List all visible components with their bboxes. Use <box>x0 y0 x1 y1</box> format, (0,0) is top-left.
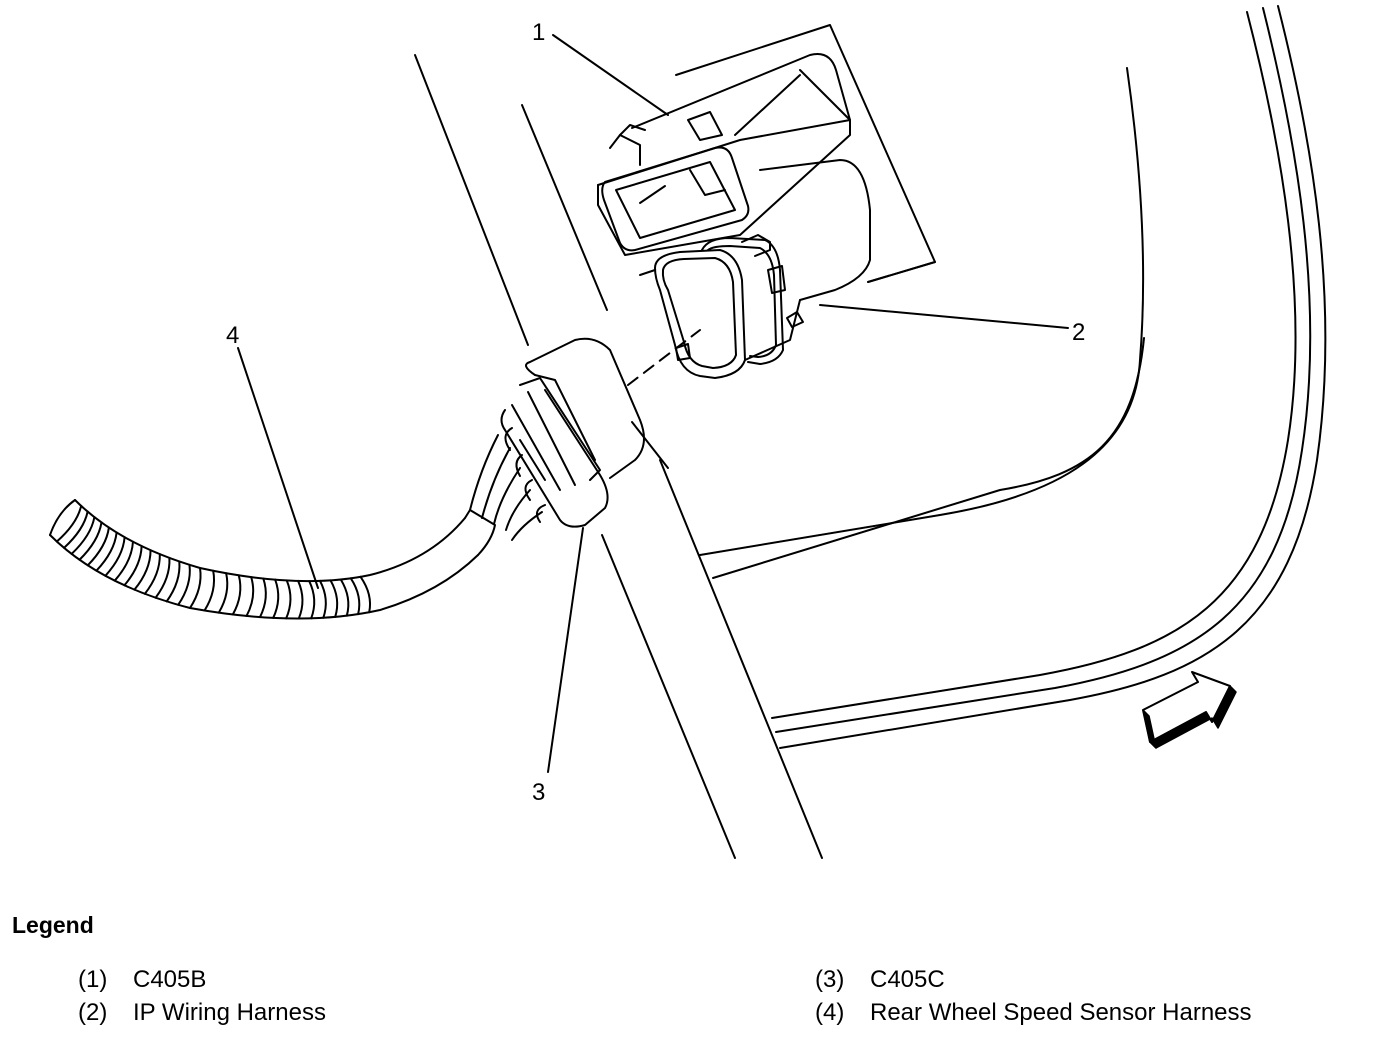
legend-item-3: (3) C405C <box>815 966 945 994</box>
callout-1: 1 <box>532 19 545 46</box>
conduit-rib <box>189 567 202 609</box>
conduit-rib <box>55 504 83 543</box>
conduit-rib <box>203 569 216 612</box>
conduit-rib <box>297 579 304 620</box>
legend-item-number: (3) <box>815 966 845 993</box>
legend-item-number: (1) <box>78 966 108 993</box>
conduit-rib <box>113 540 134 582</box>
conduit-rib <box>245 576 255 617</box>
conduit-rib <box>349 577 361 616</box>
legend-item-4: (4) Rear Wheel Speed Sensor Harness <box>815 999 1252 1027</box>
alignment-line <box>627 329 701 386</box>
conduit-rib <box>285 579 292 620</box>
legend-item-label: C405B <box>133 966 207 993</box>
body-panel-lines <box>414 54 823 859</box>
connector-diagram: 1 2 3 4 <box>49 5 1327 859</box>
legend-item-label: C405C <box>870 966 945 993</box>
forward-arrow-icon <box>1142 671 1237 749</box>
conduit-rib <box>259 577 267 619</box>
legend-item-number: (4) <box>815 999 845 1026</box>
harness-conduit <box>49 499 496 620</box>
legend-title: Legend <box>12 912 94 938</box>
conduit-rib <box>217 572 229 614</box>
ip-harness-connector <box>639 159 871 379</box>
conduit-rib <box>86 526 110 567</box>
callout-4: 4 <box>226 322 239 349</box>
conduit-rib <box>78 521 103 561</box>
conduit-rib <box>95 531 118 572</box>
callout-2: 2 <box>1072 319 1085 346</box>
legend-item-label: IP Wiring Harness <box>133 999 326 1026</box>
mounting-bracket <box>675 24 936 283</box>
conduit-rib <box>319 579 327 619</box>
conduit-rib <box>154 556 171 599</box>
legend-item-1: (1) C405B <box>78 966 206 994</box>
c405b-connector <box>597 53 851 256</box>
conduit-ribs <box>55 504 372 620</box>
conduit-rib <box>70 516 96 555</box>
conduit-rib <box>177 563 191 606</box>
legend-item-number: (2) <box>78 999 108 1026</box>
conduit-rib <box>272 578 280 619</box>
conduit-rib <box>165 560 181 603</box>
conduit-rib <box>63 510 89 549</box>
conduit-rib <box>133 549 152 591</box>
conduit-rib <box>359 575 372 614</box>
door-opening-curves <box>699 5 1327 749</box>
conduit-rib <box>329 579 339 618</box>
legend-item-2: (2) IP Wiring Harness <box>78 999 326 1027</box>
legend-item-label: Rear Wheel Speed Sensor Harness <box>870 999 1252 1026</box>
conduit-rib <box>339 578 350 617</box>
connector-wires <box>469 434 543 541</box>
c405c-connector <box>500 337 645 528</box>
conduit-rib <box>123 545 143 587</box>
leader-lines <box>237 34 1069 773</box>
conduit-rib <box>143 553 161 595</box>
callout-3: 3 <box>532 779 545 806</box>
conduit-rib <box>104 536 126 577</box>
conduit-rib <box>231 574 242 616</box>
conduit-rib <box>308 580 316 620</box>
